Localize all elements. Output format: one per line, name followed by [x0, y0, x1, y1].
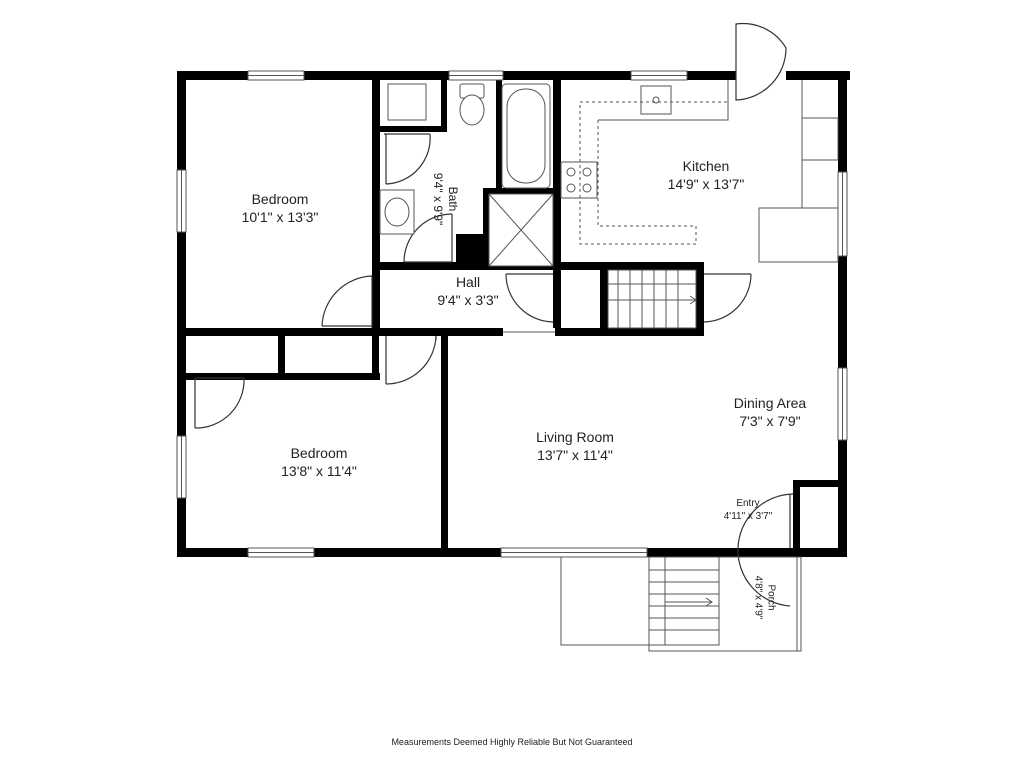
room-label-hall: Hall 9'4" x 3'3" [418, 273, 518, 309]
room-name: Bath [446, 186, 460, 212]
room-dimensions: 10'1" x 13'3" [241, 209, 319, 226]
room-dimensions: 4'8" x 4'9" [753, 575, 764, 620]
room-label-entry: Entry 4'11" x 3'7" [713, 498, 783, 523]
disclaimer-text: Measurements Deemed Highly Reliable But … [391, 737, 633, 747]
room-label-bedroom-2: Bedroom 13'8" x 11'4" [259, 444, 379, 480]
stairs [607, 269, 697, 329]
room-name: Hall [455, 274, 481, 290]
room-name: Entry [736, 498, 760, 509]
windows [176, 70, 848, 558]
room-name: Porch [765, 584, 777, 611]
room-label-dining-area: Dining Area 7'3" x 7'9" [710, 394, 830, 430]
room-label-bedroom-1: Bedroom 10'1" x 13'3" [220, 190, 340, 226]
porch [560, 556, 802, 652]
fixtures [379, 83, 839, 267]
room-dimensions: 13'8" x 11'4" [281, 463, 357, 480]
room-name: Bedroom [251, 191, 309, 207]
room-name: Dining Area [733, 395, 807, 411]
room-dimensions: 4'11" x 3'7" [723, 510, 773, 522]
room-name: Kitchen [682, 158, 730, 174]
room-dimensions: 9'4" x 3'3" [437, 292, 499, 309]
kitchen-counters [579, 80, 803, 245]
room-name: Living Room [536, 429, 614, 445]
room-name: Bedroom [290, 445, 348, 461]
room-dimensions: 9'4" x 9'9" [431, 172, 445, 226]
room-dimensions: 13'7" x 11'4" [537, 447, 613, 464]
room-dimensions: 7'3" x 7'9" [739, 413, 801, 430]
room-dimensions: 14'9" x 13'7" [667, 176, 745, 193]
room-label-bath: Bath 9'4" x 9'9" [430, 154, 460, 244]
doors [194, 22, 794, 607]
room-label-porch: Porch 4'8" x 4'9" [752, 568, 777, 628]
room-label-living-room: Living Room 13'7" x 11'4" [515, 428, 635, 464]
room-label-kitchen: Kitchen 14'9" x 13'7" [646, 157, 766, 193]
